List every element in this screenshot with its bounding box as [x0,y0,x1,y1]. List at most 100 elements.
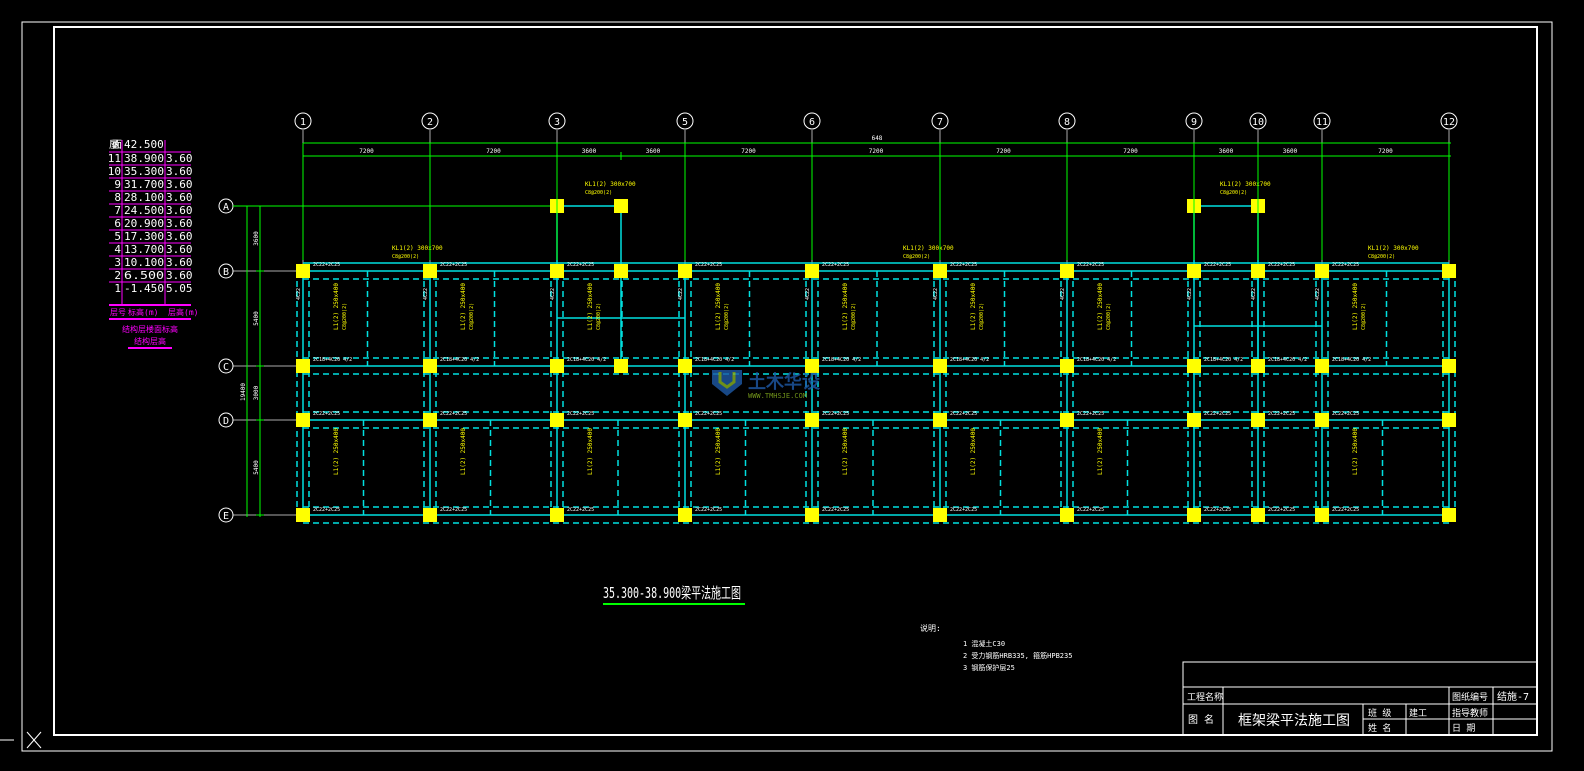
beam-bottom-rebar-label: 2C18+4C20 4/2 [1204,357,1243,363]
beam-bottom-rebar-label: 2C18+4C20 4/2 [1332,357,1371,363]
level-height: 3.60 [166,204,193,217]
level-floor: 10 [108,165,121,178]
class-label: 班 级 [1368,707,1391,719]
column [614,199,628,213]
column [1060,264,1074,278]
dimension-value: 3600 [1219,148,1234,155]
beam-top-rebar-label: 2C22+2C25 [1077,411,1104,417]
column [1315,413,1329,427]
beam-bottom-rebar-label: 2C18+4C20 4/2 [440,357,479,363]
dimension-value: 7200 [486,148,501,155]
level-elev: 35.300 [124,165,164,178]
beam-top-rebar-label: 2C22+2C25 [1204,507,1231,513]
title-block [1182,661,1538,736]
advisor-label: 指导教师 [1452,707,1488,719]
level-floor: 2 [114,269,121,282]
level-elev: 6.500 [124,269,164,282]
svg-text:WWW.TMHSJE.COM: WWW.TMHSJE.COM [748,392,807,400]
level-floor: 5 [114,230,121,243]
beam-top-rebar-label: 2C22+2C25 [440,262,467,268]
side-rebar-label: 4C22 [1060,288,1066,300]
dimension-value: 7200 [996,148,1011,155]
level-roof-label: 屋面 [109,139,122,151]
span-beam-label: L1(2) 250x400 [1097,283,1104,330]
level-height: 3.60 [166,243,193,256]
project-name-label: 工程名称 [1187,691,1223,703]
level-elev: 38.900 [124,152,164,165]
column [1187,508,1201,522]
span-beam-label: L1(2) 250x400 [1352,428,1359,475]
dimension-value: 7200 [1123,148,1138,155]
span-beam-label: L1(2) 250x400 [460,283,467,330]
span-beam-label: L1(2) 250x400 [970,283,977,330]
logo-shield-icon [712,370,742,396]
beam-top-rebar-label: 2C22+2C25 [313,411,340,417]
dimension-value: 7200 [869,148,884,155]
column [933,359,947,373]
column [805,508,819,522]
span-beam-detail: C8@200(2) [596,303,602,330]
level-floor: 8 [114,191,121,204]
watermark-logo: 土木华设 WWW.TMHSJE.COM [712,370,820,400]
level-elev: 17.300 [124,230,164,243]
beam-top-rebar-label: 2C22+2C25 [950,411,977,417]
notes-heading: 说明: [920,623,941,633]
beam-top-rebar-label: 2C22+2C25 [695,411,722,417]
kl-beam-label: KL1(2) 300x700 [585,181,636,188]
beam-top-rebar-label: 2C22+2C25 [822,507,849,513]
axis-label-x: 12 [1443,117,1455,128]
side-rebar-label: 4C22 [678,288,684,300]
axis-bubble-icon [1313,112,1331,130]
dimension-value: 3000 [253,385,260,400]
column [1442,359,1456,373]
drawing-no-label: 图纸编号 [1452,691,1488,703]
column [614,359,628,373]
axis-bubble-icon [1058,112,1076,130]
level-floor: 6 [114,217,121,230]
column [1187,413,1201,427]
column [550,508,564,522]
beam-top-rebar-label: 2C22+2C25 [567,507,594,513]
column [678,264,692,278]
dimension-value: 7200 [741,148,756,155]
level-floor: 7 [114,204,121,217]
level-height: 3.60 [166,269,193,282]
axis-bubble-icon [218,358,234,374]
level-elev: 28.100 [124,191,164,204]
column [550,413,564,427]
axis-bubble-icon [218,412,234,428]
axis-bubble-icon [294,112,312,130]
span-beam-label: L1(2) 250x400 [333,428,340,475]
side-rebar-label: 4C22 [1187,288,1193,300]
beam-top-rebar-label: 2C22+2C25 [1268,262,1295,268]
axis-label-y: D [223,416,229,427]
beam-top-rebar-label: 2C22+2C25 [950,262,977,268]
dimension-value: 3600 [582,148,597,155]
side-rebar-label: 4C22 [1251,288,1257,300]
axis-bubble-icon [803,112,821,130]
axis-label-x: 9 [1191,117,1197,128]
beam-bottom-rebar-label: 2C18+4C20 4/2 [822,357,861,363]
kl-beam-label: KL1(2) 300x700 [1368,245,1419,252]
column [805,413,819,427]
level-height: 3.60 [166,178,193,191]
beam-top-rebar-label: 2C22+2C25 [695,262,722,268]
axis-label-x: 2 [427,117,433,128]
beam-top-rebar-label: 2C22+2C25 [313,507,340,513]
span-beam-label: L1(2) 250x400 [333,283,340,330]
axis-label-y: C [223,362,229,373]
span-beam-label: L1(2) 250x400 [1352,283,1359,330]
column [1251,413,1265,427]
drawing-name-label: 图 名 [1188,713,1214,726]
column [423,508,437,522]
dimension-value: 7200 [1378,148,1393,155]
column [296,413,310,427]
axis-bubble-icon [218,507,234,523]
span-beam-label: L1(2) 250x400 [715,283,722,330]
note-item: 2 受力钢筋HRB335, 箍筋HPB235 [963,651,1072,660]
axis-bubble-icon [548,112,566,130]
side-rebar-label: 4C22 [423,288,429,300]
level-header: 层号 [110,308,126,317]
date-label: 日 期 [1452,723,1475,734]
